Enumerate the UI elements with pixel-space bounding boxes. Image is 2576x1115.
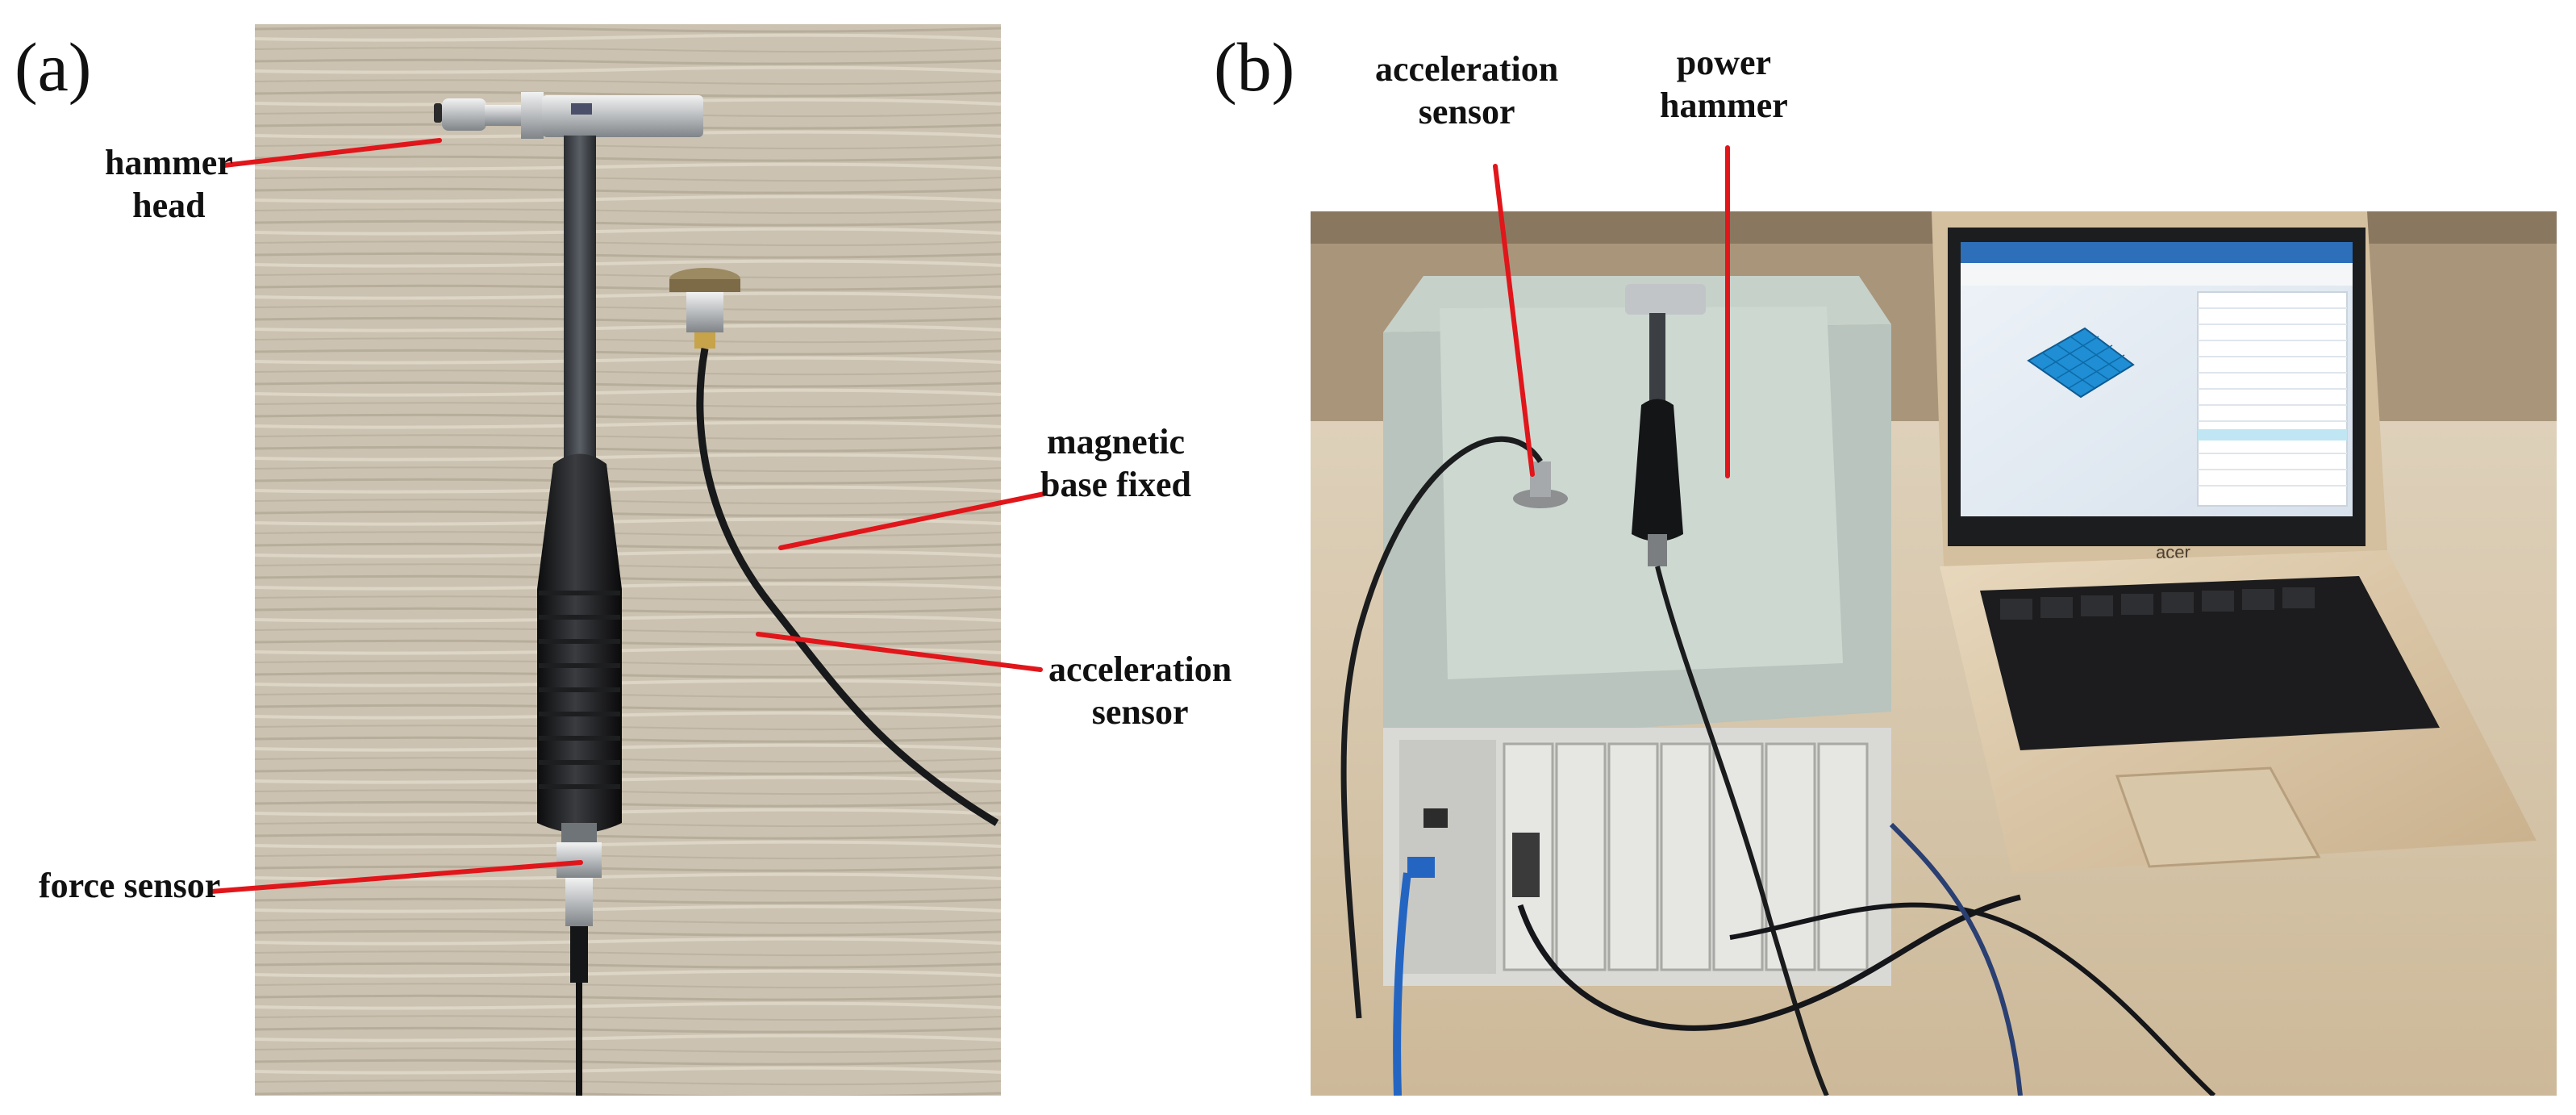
acceleration-sensor-a <box>669 268 999 826</box>
callout-force-sensor: force sensor <box>39 865 220 908</box>
panel-b-label: (b) <box>1214 28 1295 106</box>
callout-acceleration-sensor-b: acceleration sensor <box>1375 48 1558 134</box>
hammer-shaft <box>564 136 596 491</box>
callout-hammer-head-line1: hammer <box>105 143 233 182</box>
callout-hammer-head: hammer head <box>105 142 233 228</box>
callout-magnetic-base: magnetic base fixed <box>1040 421 1191 507</box>
callout-force-sensor-text: force sensor <box>39 866 221 905</box>
acceleration-sensor-b <box>1340 436 1568 1019</box>
laptop: acer <box>1932 211 2536 873</box>
callout-magnetic-base-line1: magnetic <box>1046 422 1186 461</box>
power-hammer-b <box>1625 284 1829 1096</box>
callout-acceleration-sensor-b-line2: sensor <box>1418 91 1515 132</box>
callout-power-hammer-line1: power <box>1676 43 1772 82</box>
data-acquisition-chassis <box>1383 276 1891 986</box>
hammer-head <box>434 92 703 139</box>
callout-acceleration-sensor-a: acceleration sensor <box>1048 649 1232 734</box>
photo-measurement-system: acer <box>1311 211 2557 1096</box>
panel-a-label: (a) <box>15 28 92 106</box>
callout-power-hammer-line2: hammer <box>1660 85 1788 125</box>
callout-acceleration-sensor-b-line1: acceleration <box>1375 49 1559 89</box>
callout-power-hammer: power hammer <box>1660 42 1788 127</box>
callout-acceleration-sensor-a-line1: acceleration <box>1048 649 1232 689</box>
callout-hammer-head-line2: head <box>132 185 206 225</box>
callout-acceleration-sensor-a-line2: sensor <box>1091 691 1189 732</box>
mesh-plot-shape <box>2027 327 2135 399</box>
hammer-grip <box>537 453 622 833</box>
photo-hammer-setup <box>255 24 1001 1096</box>
callout-magnetic-base-line2: base fixed <box>1040 464 1191 504</box>
